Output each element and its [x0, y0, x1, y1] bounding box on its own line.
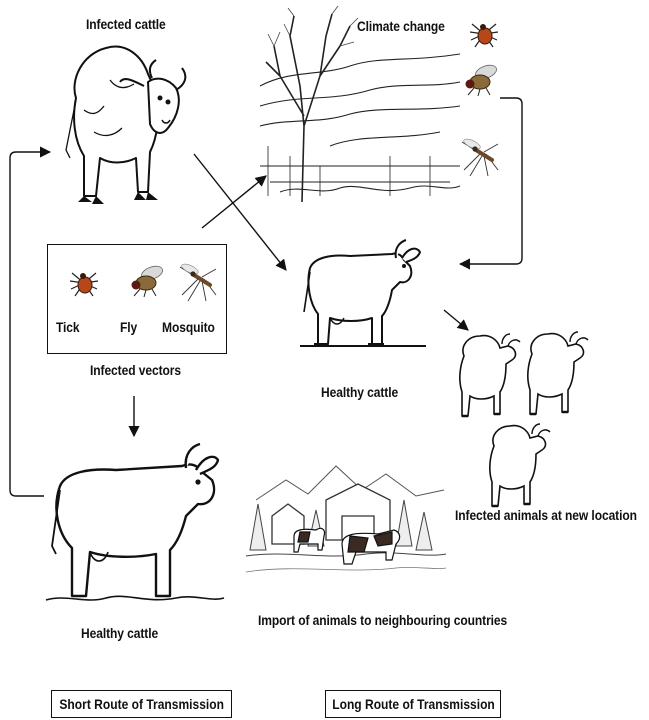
short-route-label: Short Route of Transmission	[59, 696, 224, 712]
arrow-healthy-to-new-location	[444, 310, 468, 330]
arrow-vectors-to-climate	[202, 176, 266, 228]
arrow-climate-to-healthy	[460, 98, 522, 264]
arrow-cattle-to-healthy	[194, 154, 286, 270]
short-route-legend: Short Route of Transmission	[51, 690, 232, 718]
long-route-label: Long Route of Transmission	[332, 696, 495, 712]
arrow-bottom-cow-loop-to-infected	[10, 152, 50, 496]
long-route-legend: Long Route of Transmission	[325, 690, 501, 718]
